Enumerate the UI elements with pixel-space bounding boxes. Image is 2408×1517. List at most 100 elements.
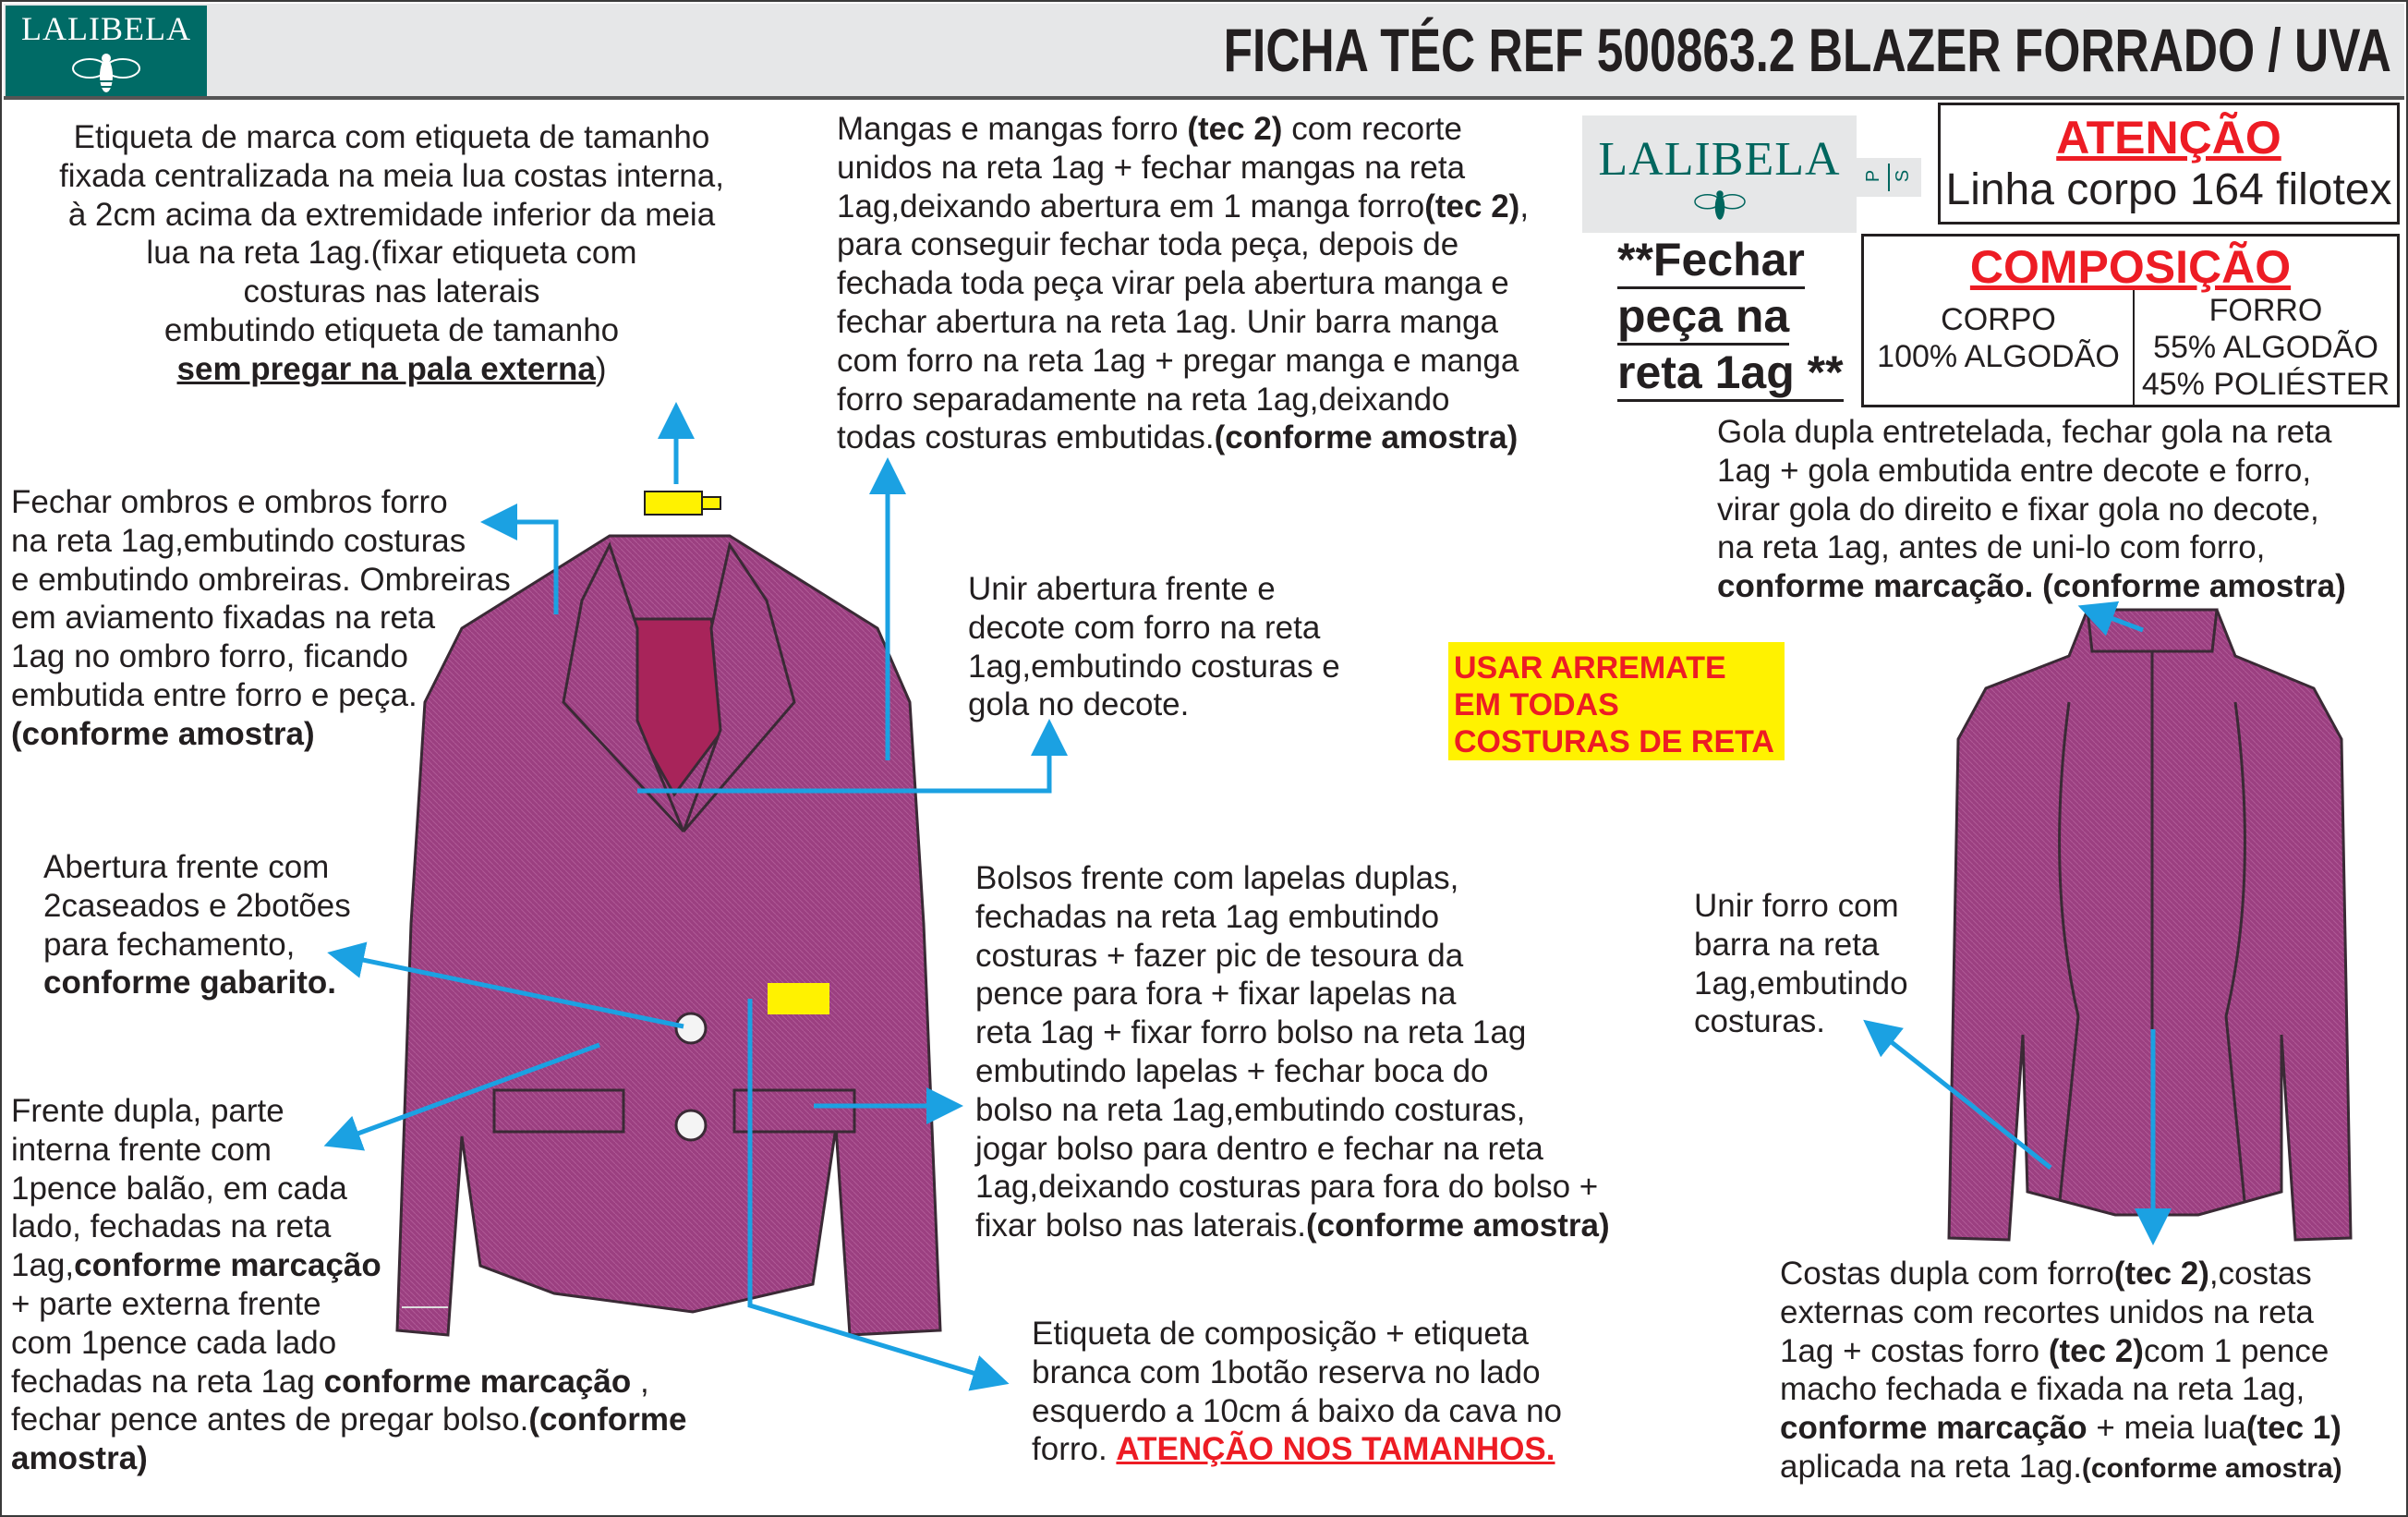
arrow-unir-forro bbox=[1863, 1019, 2052, 1170]
brand-label-marker bbox=[644, 491, 703, 516]
brand-logo: LALIBELA bbox=[1582, 115, 1857, 233]
note-text: fechar pence antes de pregar bolso. bbox=[11, 1402, 529, 1438]
note-text: sem pregar na pala externa bbox=[176, 350, 596, 387]
note-text: forro. bbox=[1032, 1431, 1117, 1468]
note-text: macho fechada e fixada na reta 1ag, bbox=[1780, 1371, 2305, 1408]
arremate-line: EM TODAS bbox=[1454, 687, 1619, 722]
note-line: bolso na reta 1ag,embutindo costuras, bbox=[975, 1091, 1610, 1130]
note-text: conforme marcação bbox=[74, 1247, 381, 1284]
atencao-heading: ATENÇÃO bbox=[2056, 112, 2281, 164]
note-text: (conforme amostra) bbox=[1305, 1208, 1610, 1244]
note-text: conforme marcação bbox=[1780, 1410, 2087, 1447]
note-line: 1ag,embutindo bbox=[1694, 965, 1908, 1003]
note-text: Mangas e mangas forro bbox=[837, 111, 1188, 147]
note-text: Unir forro com bbox=[1694, 888, 1899, 924]
note-text: + parte externa frente bbox=[11, 1285, 321, 1322]
note-text: reta 1ag + fixar forro bolso na reta 1ag bbox=[975, 1014, 1527, 1051]
composicao-divider bbox=[2133, 290, 2135, 405]
note-line: Costas dupla com forro(tec 2),costas bbox=[1780, 1255, 2342, 1293]
note-text: branca com 1botão reserva no lado bbox=[1032, 1353, 1541, 1390]
note-text: embutindo etiqueta de tamanho bbox=[163, 311, 620, 348]
lalibela-logo: LALIBELA bbox=[6, 6, 207, 96]
note-text: esquerdo a 10cm á baixo da cava no bbox=[1032, 1392, 1562, 1429]
front-jacket-body bbox=[395, 534, 942, 1337]
note-line: para fechamento, bbox=[43, 926, 351, 965]
note-line: 1ag,conforme marcação bbox=[11, 1246, 687, 1285]
note-text: (tec 2) bbox=[1424, 188, 1520, 225]
corpo-label: CORPO bbox=[1941, 302, 2056, 337]
note-text: costuras + fazer pic de tesoura da bbox=[975, 937, 1464, 974]
note-line: forro. ATENÇÃO NOS TAMANHOS. bbox=[1032, 1430, 1562, 1469]
note-text: e embutindo ombreiras. Ombreiras bbox=[11, 561, 511, 598]
note-line: lua na reta 1ag.(fixar etiqueta com bbox=[30, 234, 753, 273]
note-text: embutida entre forro e peça. bbox=[11, 676, 417, 713]
note-line: aplicada na reta 1ag.(conforme amostra) bbox=[1780, 1448, 2342, 1488]
note-etiqueta-marca: Etiqueta de marca com etiqueta de tamanh… bbox=[30, 118, 753, 389]
fechar-line: **Fechar bbox=[1617, 233, 1805, 289]
note-line: esquerdo a 10cm á baixo da cava no bbox=[1032, 1392, 1562, 1431]
brand-logo-text: LALIBELA bbox=[1598, 133, 1841, 186]
note-text: embutindo lapelas + fechar boca do bbox=[975, 1052, 1489, 1089]
note-text: pence para fora + fixar lapelas na bbox=[975, 976, 1457, 1013]
note-text: costuras nas laterais bbox=[243, 273, 540, 310]
note-line: 1ag + costas forro (tec 2)com 1 pence bbox=[1780, 1332, 2342, 1371]
note-line: externas com recortes unidos na reta bbox=[1780, 1293, 2342, 1332]
note-line: fixada centralizada na meia lua costas i… bbox=[30, 157, 753, 196]
bee-icon bbox=[72, 54, 140, 92]
pocket-flap-left bbox=[492, 1088, 625, 1134]
note-text: fechadas na reta 1ag embutindo bbox=[975, 898, 1440, 935]
note-line: para conseguir fechar toda peça, depois … bbox=[837, 225, 1529, 264]
note-line: forro separadamente na reta 1ag,deixando bbox=[837, 381, 1529, 419]
note-text: Fechar ombros e ombros forro bbox=[11, 484, 448, 520]
note-text: costuras. bbox=[1694, 1003, 1825, 1040]
arrow-abertura-frente bbox=[327, 941, 684, 1029]
note-line: Etiqueta de marca com etiqueta de tamanh… bbox=[30, 118, 753, 157]
note-line: embutindo lapelas + fechar boca do bbox=[975, 1052, 1610, 1091]
note-text: + meia lua bbox=[2087, 1410, 2246, 1447]
note-text: para conseguir fechar toda peça, depois … bbox=[837, 226, 1459, 263]
note-line: com 1pence cada lado bbox=[11, 1324, 687, 1363]
note-text: 1ag + gola embutida entre decote e forro… bbox=[1717, 452, 2312, 489]
note-line: jogar bolso para dentro e fechar na reta bbox=[975, 1130, 1610, 1169]
note-text: externas com recortes unidos na reta bbox=[1780, 1293, 2314, 1330]
front-jacket-drawing bbox=[395, 534, 942, 1337]
note-text: Etiqueta de composição + etiqueta bbox=[1032, 1316, 1530, 1352]
note-line: interna frente com bbox=[11, 1131, 687, 1170]
note-line: lado, fechadas na reta bbox=[11, 1208, 687, 1246]
note-line: barra na reta bbox=[1694, 926, 1908, 965]
note-line: fixar bolso nas laterais.(conforme amost… bbox=[975, 1207, 1610, 1245]
note-text: amostra) bbox=[11, 1440, 148, 1477]
note-line: fechadas na reta 1ag embutindo bbox=[975, 898, 1610, 937]
note-text: unidos na reta 1ag + fechar mangas na re… bbox=[837, 149, 1466, 186]
note-line: fechar pence antes de pregar bolso.(conf… bbox=[11, 1401, 687, 1439]
note-line: + parte externa frente bbox=[11, 1285, 687, 1324]
note-text: ) bbox=[595, 350, 607, 387]
usar-arremate-highlight: USAR ARREMATE EM TODAS COSTURAS DE RETA bbox=[1448, 642, 1785, 760]
note-text: à 2cm acima da extremidade inferior da m… bbox=[67, 196, 716, 233]
note-line: 1ag,deixando abertura em 1 manga forro(t… bbox=[837, 188, 1529, 226]
composicao-box: COMPOSIÇÃO CORPO 100% ALGODÃO FORRO 55% … bbox=[1861, 234, 2400, 407]
note-line: Fechar ombros e ombros forro bbox=[11, 483, 511, 522]
note-text: interna frente com bbox=[11, 1131, 272, 1168]
note-line: conforme marcação. (conforme amostra) bbox=[1717, 567, 2346, 606]
header-bar bbox=[4, 4, 2404, 100]
note-text: lua na reta 1ag.(fixar etiqueta com bbox=[146, 235, 637, 272]
front-lapel-right bbox=[682, 541, 796, 832]
note-line: Unir abertura frente e bbox=[968, 570, 1340, 609]
note-text: (conforme amostra) bbox=[1214, 419, 1519, 456]
note-line: sem pregar na pala externa) bbox=[30, 350, 753, 389]
note-text: 1ag,embutindo bbox=[1694, 965, 1908, 1001]
note-text: ATENÇÃO NOS TAMANHOS. bbox=[1116, 1431, 1555, 1468]
note-text: (conforme amostra) bbox=[11, 715, 315, 752]
back-seam-left bbox=[2058, 701, 2080, 1202]
logo-text: LALIBELA bbox=[21, 10, 191, 47]
note-text: Gola dupla entretelada, fechar gola na r… bbox=[1717, 414, 2332, 450]
note-text: Abertura frente com bbox=[43, 849, 330, 885]
note-line: pence para fora + fixar lapelas na bbox=[975, 975, 1610, 1013]
note-line: à 2cm acima da extremidade inferior da m… bbox=[30, 196, 753, 235]
composicao-heading: COMPOSIÇÃO bbox=[1969, 241, 2292, 293]
back-jacket-body bbox=[1947, 608, 2353, 1242]
note-text: gola no decote. bbox=[968, 686, 1190, 723]
note-text: fechadas na reta 1ag bbox=[11, 1363, 324, 1400]
